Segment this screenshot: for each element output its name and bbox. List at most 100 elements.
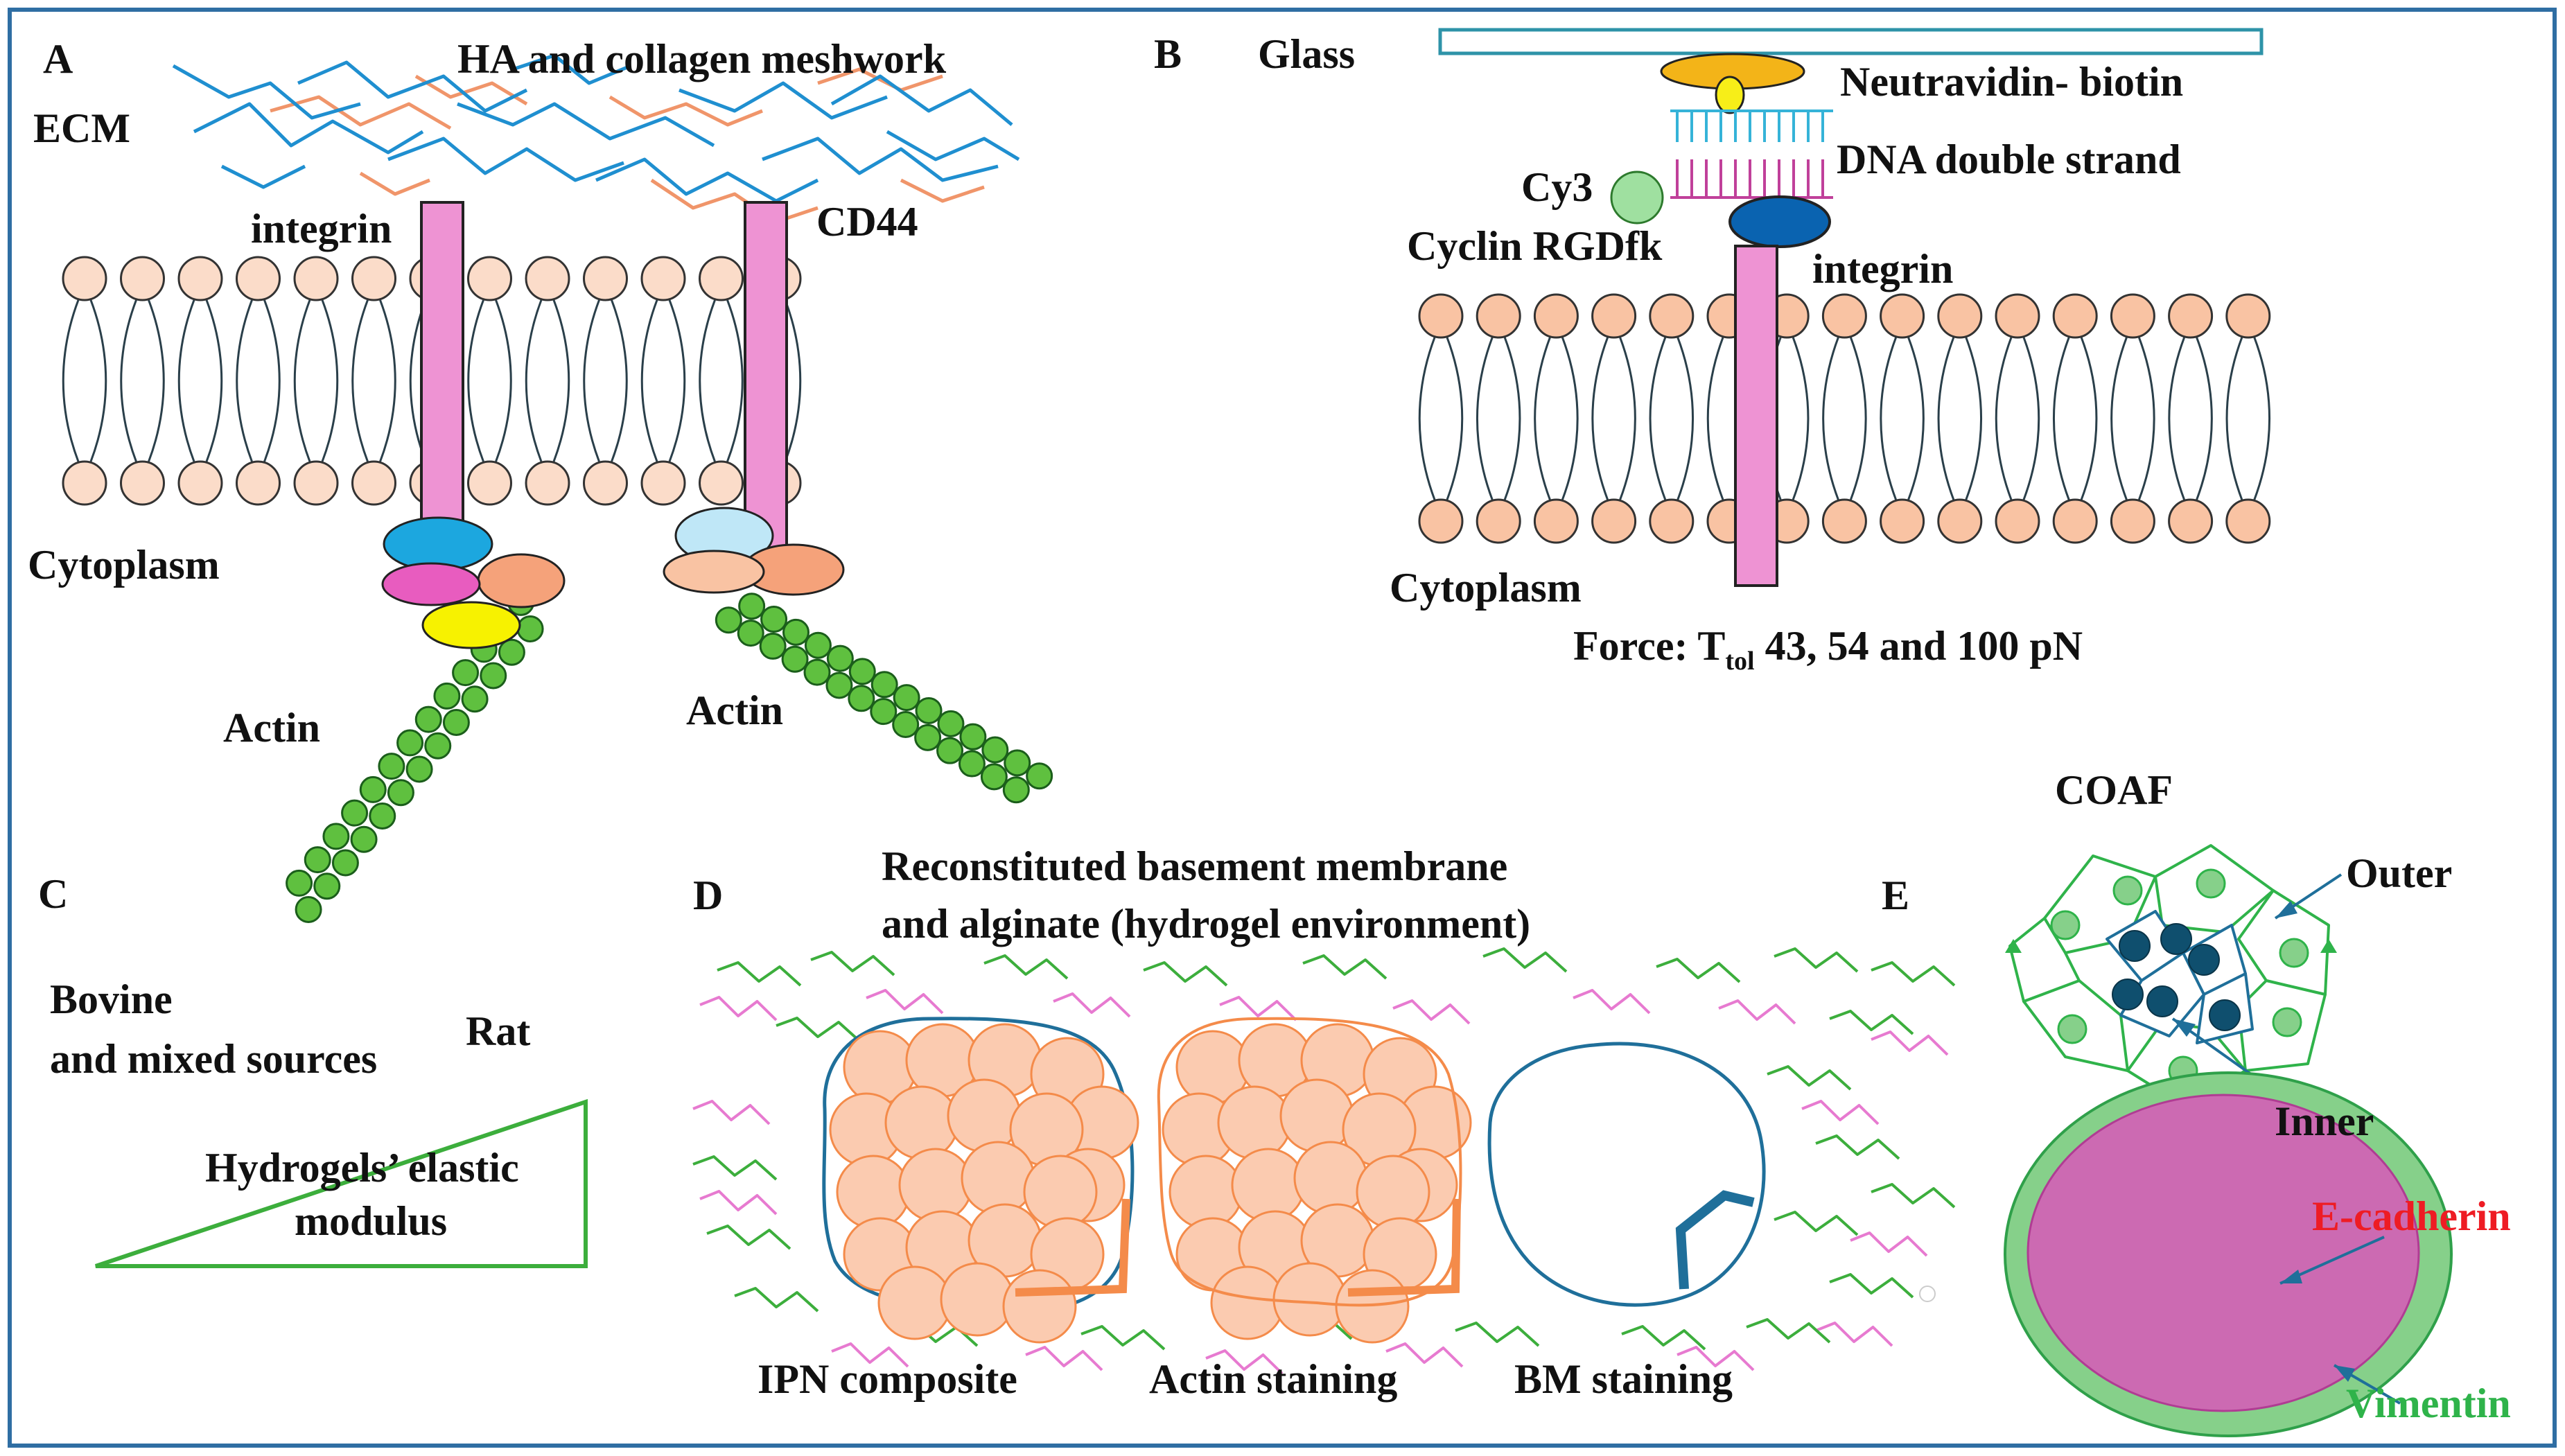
actin-monomer [387, 779, 414, 807]
hydrogel-fiber [1573, 989, 1651, 1015]
hydrogel-title-line2: and alginate (hydrogel environment) [882, 901, 1530, 947]
panel-b-letter: B [1154, 31, 1182, 77]
lipid-tail [1446, 337, 1464, 500]
vimentin-arrowhead [2334, 1365, 2355, 1382]
hydrogel-fiber [1767, 1065, 1852, 1091]
lipid-tail [1503, 337, 1521, 500]
lipid-head [1995, 498, 2040, 544]
lipid-tail [1649, 337, 1667, 500]
actin-monomer [1004, 749, 1031, 777]
ipn-composite-cells [829, 1023, 1139, 1344]
hydrogel-fiber [1080, 1325, 1166, 1351]
actin-monomer [286, 869, 313, 897]
lipid-tail [1561, 337, 1579, 500]
lipid-head [236, 256, 281, 301]
hydrogel-fiber [1053, 992, 1131, 1018]
lipid-head [525, 256, 570, 301]
actin-filament-left [286, 588, 544, 923]
organoid-cell [877, 1265, 952, 1340]
lipid-bilayer-b [1418, 293, 2271, 544]
lipid-head [1880, 293, 1925, 339]
actin-monomer [498, 638, 525, 666]
panel-d: D Reconstituted basement membrane and al… [692, 843, 1956, 1402]
lipid-tail [293, 299, 311, 462]
modulus-label-line2: modulus [295, 1198, 447, 1244]
panel-e: E COAF Outer Inner E-cadherin Vimentin [1882, 767, 2511, 1437]
actin-monomer [452, 659, 480, 687]
integrin-label-b: integrin [1812, 246, 1953, 292]
hydrogel-fiber [1656, 958, 1741, 983]
lipid-tail [784, 299, 802, 462]
matrix-fiber [457, 102, 715, 148]
lipid-tail [2110, 337, 2128, 500]
actin-monomer [737, 620, 764, 647]
integrin-receptor-b [1734, 245, 1778, 587]
panel-c-letter: C [38, 871, 68, 917]
matrix-fiber [297, 60, 528, 113]
hydrogel-fiber [810, 951, 895, 976]
actin-monomer [350, 825, 378, 853]
lipid-head [293, 256, 339, 301]
lipid-tail [148, 299, 165, 462]
outer-cell-nucleus [2112, 875, 2143, 906]
matrix-fiber [830, 74, 1013, 126]
inner-cell-nucleus [2119, 930, 2151, 962]
outer-cell-protrusion [2005, 939, 2022, 953]
inner-cell-nucleus [2112, 979, 2144, 1010]
matrix-fiber [886, 130, 1020, 161]
actin-monomer [322, 823, 350, 850]
lipid-head [467, 460, 512, 506]
lipid-tail [552, 299, 570, 462]
hydrogel-fiber [776, 1017, 861, 1042]
lipid-head [2110, 498, 2155, 544]
actin-monomer [1002, 776, 1030, 804]
actin-staining-cells [1162, 1023, 1472, 1344]
lipid-tail [640, 299, 658, 462]
lipid-head [1649, 498, 1695, 544]
elastic-modulus-wedge [95, 1098, 588, 1268]
actin-monomer [442, 708, 470, 736]
hydrogel-fiber [1829, 1273, 1914, 1299]
matrix-fiber [679, 81, 888, 120]
hydrogel-fiber [1871, 1183, 1956, 1209]
lipid-tail [177, 299, 195, 462]
coaf-label: COAF [2055, 767, 2173, 813]
lipid-head [640, 256, 686, 301]
lipid-head [62, 460, 107, 506]
actin-monomer [848, 685, 875, 712]
hydrogel-fiber [1871, 961, 1956, 987]
matrix-fiber [359, 171, 430, 196]
bm-staining-label: BM staining [1514, 1356, 1733, 1402]
lipid-head [2168, 293, 2214, 339]
integrin-receptor [420, 201, 464, 529]
hydrogel-fiber [692, 1155, 778, 1181]
outer-cell-nucleus [2050, 910, 2081, 940]
lipid-head [583, 460, 628, 506]
hydrogel-fiber [1815, 1134, 1900, 1160]
lipid-tail [351, 299, 369, 462]
panel-c: C Bovine and mixed sources Rat Hydrogels… [38, 871, 588, 1268]
hydrogel-fiber [831, 1342, 909, 1368]
actin-monomer [781, 645, 809, 673]
lipid-head [120, 256, 165, 301]
hydrogel-fiber [699, 996, 778, 1021]
hydrogel-fiber [1718, 999, 1796, 1025]
cytoplasm-label-b: Cytoplasm [1390, 565, 1582, 611]
lipid-tail [1476, 337, 1494, 500]
actin-monomer [914, 723, 942, 751]
ecadherin-label: E-cadherin [2312, 1193, 2511, 1239]
inner-cell-nucleus [2188, 944, 2220, 976]
lipid-head [2225, 498, 2271, 544]
outer-cell-nucleus [2196, 868, 2226, 899]
adaptor-protein-peach [663, 550, 765, 594]
matrix-fiber [595, 157, 819, 203]
lipid-head [525, 460, 570, 506]
lipid-tail [1907, 337, 1925, 500]
organoid-cell [1293, 1141, 1368, 1216]
hydrogel-fiber [1801, 1100, 1880, 1125]
lipid-tail [726, 299, 744, 462]
cd44-receptor [744, 201, 788, 550]
actin-staining-label: Actin staining [1149, 1356, 1397, 1402]
actin-monomer [414, 705, 442, 733]
